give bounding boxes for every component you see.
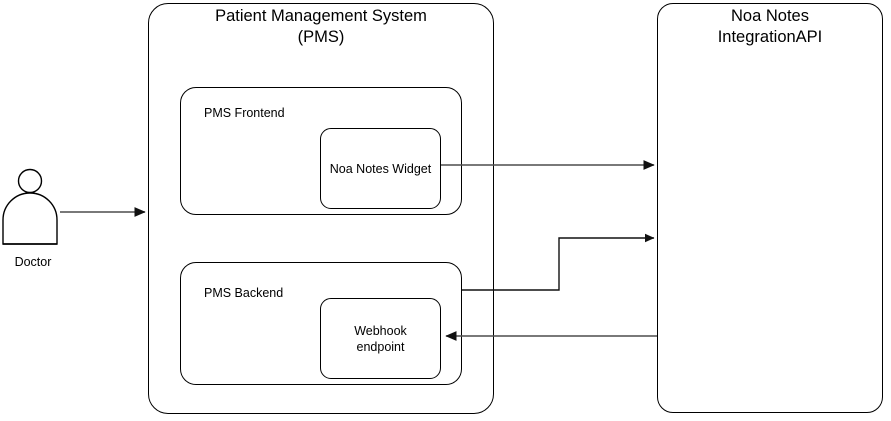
webhook-endpoint-label: Webhook endpoint	[354, 323, 407, 354]
pms-title: Patient Management System (PMS)	[215, 7, 427, 46]
webhook-endpoint-box[interactable]	[320, 298, 441, 379]
noa-notes-widget-label: Noa Notes Widget	[329, 161, 432, 176]
person-actor-icon	[2, 168, 58, 245]
integration-api-title: Noa Notes IntegrationAPI	[717, 7, 823, 46]
pms-backend-label: PMS Backend	[204, 286, 284, 300]
noa-notes-widget-box[interactable]	[320, 128, 441, 209]
doctor-actor-label: Doctor	[14, 255, 52, 269]
integration-api-box[interactable]	[657, 3, 883, 413]
pms-frontend-label: PMS Frontend	[204, 106, 285, 120]
